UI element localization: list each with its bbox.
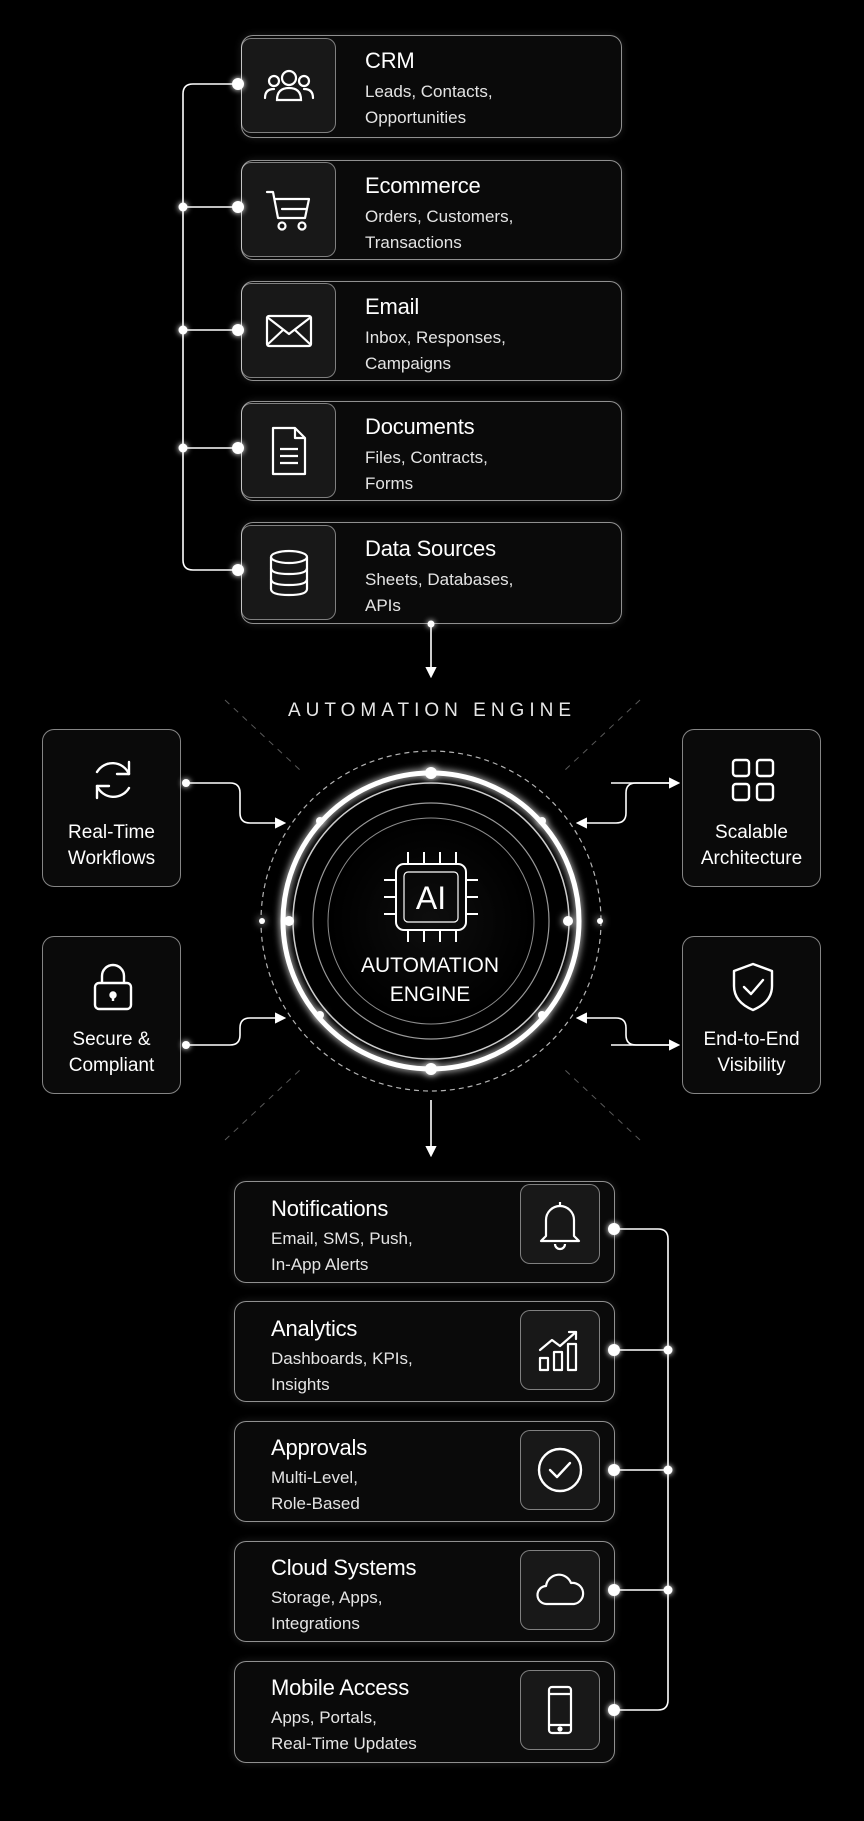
bell-icon <box>520 1184 600 1264</box>
feature-label: Scalable Architecture <box>700 822 803 869</box>
output-title: Analytics <box>271 1316 358 1341</box>
input-desc: Inbox, Responses, Campaigns <box>365 328 506 373</box>
input-card-ecommerce[interactable] <box>241 160 622 260</box>
users-icon <box>241 38 336 133</box>
core-label: AUTOMATION ENGINE <box>360 954 500 1006</box>
cart-icon <box>241 162 336 257</box>
output-title: Approvals <box>271 1435 368 1460</box>
output-desc: Storage, Apps, Integrations <box>271 1588 383 1633</box>
output-title: Notifications <box>271 1196 389 1221</box>
output-title: Cloud Systems <box>271 1555 417 1580</box>
output-card-notifications[interactable] <box>234 1181 615 1283</box>
phone-icon <box>520 1670 600 1750</box>
output-title: Mobile Access <box>271 1675 410 1700</box>
input-desc: Leads, Contacts, Opportunities <box>365 82 493 127</box>
refresh-icon <box>95 760 131 800</box>
output-desc: Multi-Level, Role-Based <box>271 1468 360 1513</box>
shield-check-icon <box>732 962 774 1012</box>
input-title: Email <box>365 294 420 319</box>
lock-icon <box>93 963 133 1011</box>
output-card-cloud-systems[interactable] <box>234 1541 615 1642</box>
feature-card-end-to-end-visibility[interactable]: End-to-End Visibility <box>682 936 821 1094</box>
feature-label: Real-Time Workflows <box>67 822 156 869</box>
input-card-email[interactable] <box>241 281 622 381</box>
check-circle-icon <box>520 1430 600 1510</box>
database-icon <box>241 525 336 620</box>
output-desc: Email, SMS, Push, In-App Alerts <box>271 1229 413 1274</box>
grid-icon <box>731 758 775 802</box>
document-icon <box>241 403 336 498</box>
output-card-analytics[interactable] <box>234 1301 615 1402</box>
cloud-icon <box>520 1550 600 1630</box>
input-card-data-sources[interactable] <box>241 522 622 624</box>
feature-card-secure-compliant[interactable]: Secure & Compliant <box>42 936 181 1094</box>
feature-card-real-time-workflows[interactable]: Real-Time Workflows <box>42 729 181 887</box>
input-desc: Orders, Customers, Transactions <box>365 207 514 252</box>
engine-heading: AUTOMATION ENGINE <box>287 700 577 721</box>
feature-card-scalable-architecture[interactable]: Scalable Architecture <box>682 729 821 887</box>
input-title: CRM <box>365 48 415 73</box>
ai-chip-icon <box>384 852 478 942</box>
feature-label: End-to-End Visibility <box>703 1029 800 1076</box>
input-title: Data Sources <box>365 536 496 561</box>
input-title: Ecommerce <box>365 173 481 198</box>
output-card-mobile-access[interactable] <box>234 1661 615 1763</box>
input-desc: Sheets, Databases, APIs <box>365 570 514 615</box>
envelope-icon <box>241 283 336 378</box>
input-desc: Files, Contracts, Forms <box>365 448 488 493</box>
feature-label: Secure & Compliant <box>68 1029 155 1076</box>
output-desc: Apps, Portals, Real-Time Updates <box>271 1708 417 1753</box>
chart-icon <box>520 1310 600 1390</box>
output-desc: Dashboards, KPIs, Insights <box>271 1349 413 1394</box>
ai-chip-label: AI <box>416 880 446 916</box>
input-title: Documents <box>365 414 475 439</box>
